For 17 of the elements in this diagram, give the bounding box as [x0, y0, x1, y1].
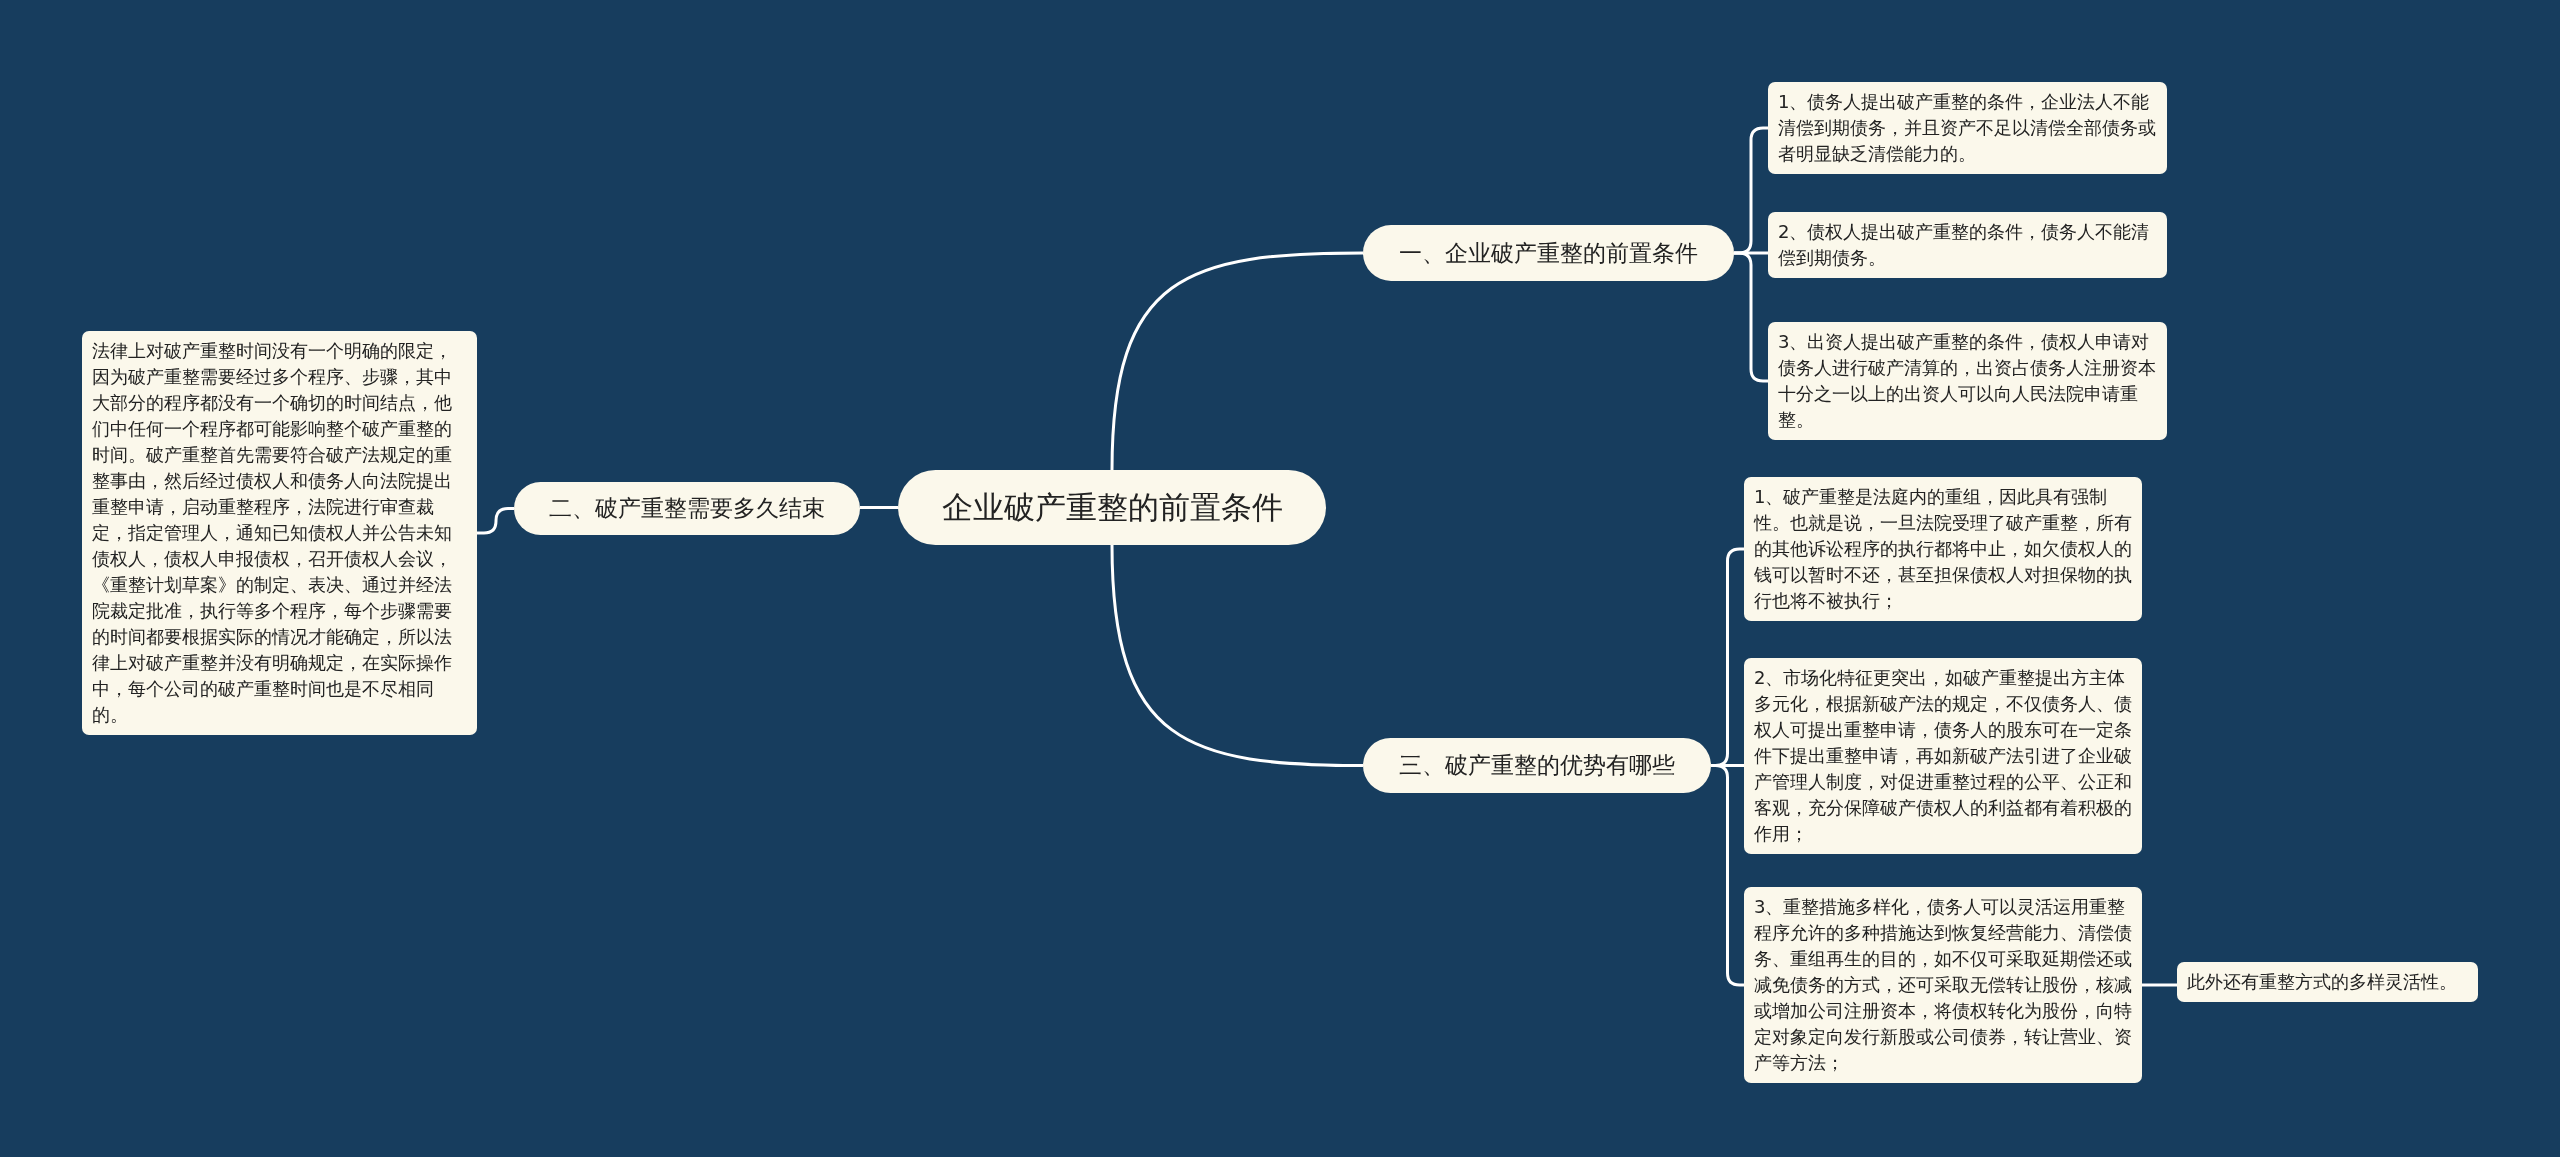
- text-box: 法律上对破产重整时间没有一个明确的限定，因为破产重整需要经过多个程序、步骤，其中大部分的程序都没有一个确切的时间结点，他们中任何一个程序都可能影响整个破产重整的时间。破产重整首先需要符合破产法规定的重整事由，然后经过债权人和债务人向法院提出重整申请，启动重整程序，法院进行审查裁定，指定管理人，通知已知债权人并公告未知债权人，债权人申报债权，召开债权人会议，《重整计划草案》的制定、表决、通过并经法院裁定批准，执行等多个程序，每个步骤需要的时间都要根据实际的情况才能确定，所以法律上对破产重整并没有明确规定，在实际操作中，每个公司的破产重整时间也是不尽相同的。: [82, 331, 477, 735]
- connector-line: [860, 506, 898, 509]
- topic-box: 三、破产重整的优势有哪些: [1363, 738, 1711, 793]
- connector-line: [477, 507, 514, 535]
- connector-line: [1110, 251, 1363, 471]
- text-box: 2、市场化特征更突出，如破产重整提出方主体多元化，根据新破产法的规定，不仅债务人、债权人可提出重整申请，债务人的股东可在一定条件下提出重整申请，再如新破产法引进了企业破产管理人制度，对促进重整过程的公平、公正和客观，充分保障破产债权人的利益都有着积极的作用；: [1744, 658, 2142, 854]
- topic-box: 一、企业破产重整的前置条件: [1363, 225, 1734, 281]
- text-box: 1、债务人提出破产重整的条件，企业法人不能清偿到期债务，并且资产不足以清偿全部债务或者明显缺乏清偿能力的。: [1768, 82, 2167, 174]
- central-topic: 企业破产重整的前置条件: [898, 470, 1326, 545]
- connector-line: [2142, 983, 2177, 987]
- text-box: 2、债权人提出破产重整的条件，债务人不能清偿到期债务。: [1768, 212, 2167, 278]
- topic-box: 二、破产重整需要多久结束: [514, 482, 860, 535]
- text-box: 3、重整措施多样化，债务人可以灵活运用重整程序允许的多种措施达到恢复经营能力、清偿债务、重组再生的目的，如不仅可采取延期偿还或减免债务的方式，还可采取无偿转让股份，核减或增加公司注册资本，将债权转化为股份，向特定对象定向发行新股或公司债券，转让营业、资产等方法；: [1744, 887, 2142, 1083]
- text-box: 3、出资人提出破产重整的条件，债权人申请对债务人进行破产清算的，出资占债务人注册资本十分之一以上的出资人可以向人民法院申请重整。: [1768, 322, 2167, 440]
- connector-line: [1110, 544, 1364, 767]
- text-box: 1、破产重整是法庭内的重组，因此具有强制性。也就是说，一旦法院受理了破产重整，所有的其他诉讼程序的执行都将中止，如欠债权人的钱可以暂时不还，甚至担保债权人对担保物的执行也将不被执行；: [1744, 477, 2142, 621]
- text-box: 此外还有重整方式的多样灵活性。: [2177, 962, 2478, 1002]
